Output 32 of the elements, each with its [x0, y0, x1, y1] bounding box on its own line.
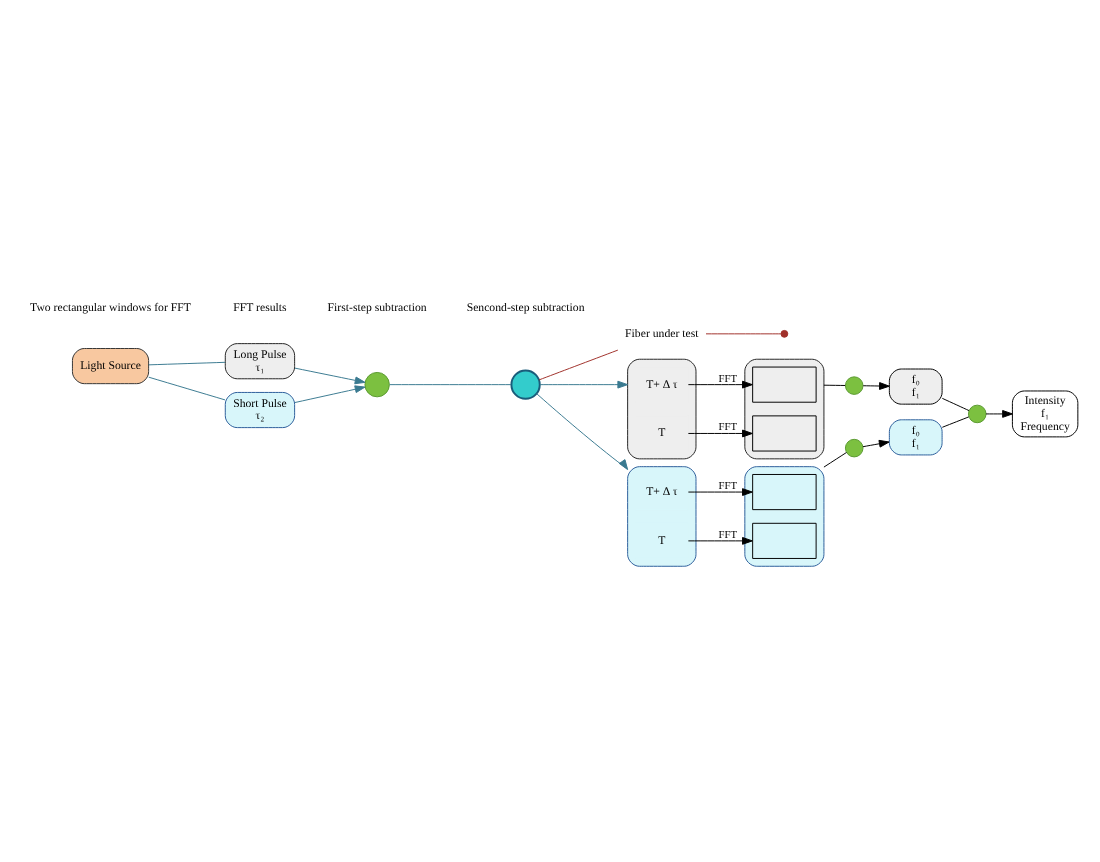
node-box	[752, 521, 817, 558]
arrow	[985, 409, 1013, 417]
cluster	[627, 357, 697, 459]
connector	[941, 396, 970, 411]
arrow	[687, 428, 753, 437]
arrow	[862, 438, 890, 447]
node-circle	[364, 370, 390, 397]
arrow	[687, 536, 753, 544]
arrow	[687, 379, 753, 388]
connector	[538, 348, 619, 380]
node-box	[752, 473, 817, 510]
node-circle	[780, 328, 789, 337]
node-circle	[510, 368, 541, 399]
arrow	[294, 384, 366, 403]
arrow	[862, 381, 890, 389]
connector	[823, 450, 847, 467]
arrow	[536, 392, 629, 470]
connector	[705, 332, 782, 334]
connector	[823, 383, 846, 385]
node-box	[752, 414, 817, 451]
arrow	[294, 366, 366, 384]
connector	[148, 360, 226, 365]
node-box	[752, 365, 817, 402]
connector	[941, 415, 970, 427]
arrow	[539, 379, 629, 388]
node-circle	[968, 403, 987, 423]
arrow	[687, 487, 753, 495]
cluster	[627, 465, 697, 566]
node-circle	[844, 437, 864, 457]
connector	[148, 375, 226, 400]
node-circle	[844, 375, 864, 394]
connector	[389, 383, 512, 385]
